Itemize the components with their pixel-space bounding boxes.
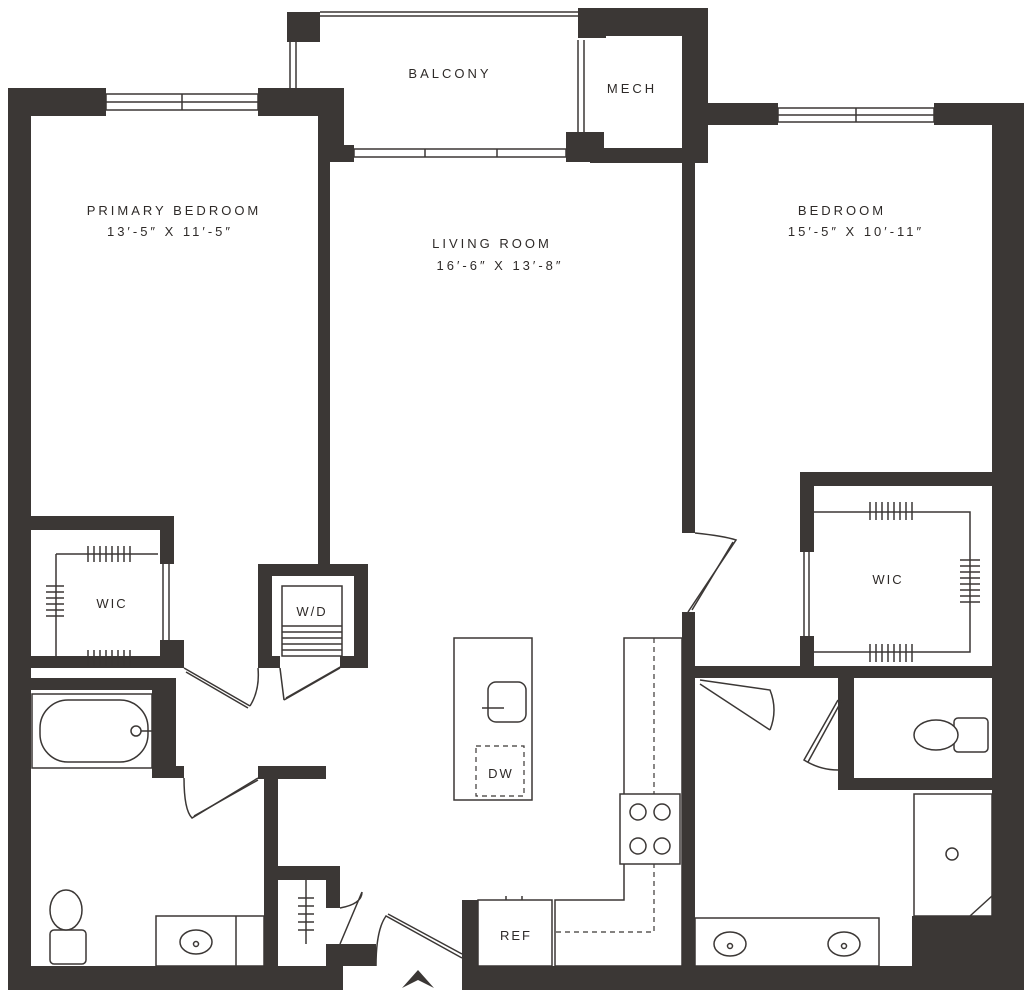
washer-dryer-label: W/D xyxy=(296,604,327,619)
hanger-marks-top-2 xyxy=(869,502,913,520)
refrigerator-icon xyxy=(477,896,553,967)
bathtub-icon xyxy=(31,693,153,769)
dishwasher-label: DW xyxy=(488,766,514,781)
double-vanity-icon xyxy=(694,917,880,967)
mech-label: MECH xyxy=(607,81,657,96)
primary-bedroom-dims: 13′-5″ X 11′-5″ xyxy=(107,224,233,239)
exterior-walls xyxy=(8,8,1024,990)
entry-arrow-icon xyxy=(402,970,434,988)
hanger-marks-bottom xyxy=(87,650,131,666)
windows xyxy=(105,11,935,640)
primary-bedroom-label: PRIMARY BEDROOM xyxy=(87,203,262,218)
counter xyxy=(554,637,683,967)
vanity-icon xyxy=(155,915,265,967)
primary-wic-label: WIC xyxy=(96,596,127,611)
primary-bath-fixtures xyxy=(31,693,265,967)
bedroom-wic-label: WIC xyxy=(872,572,903,587)
living-room-dims: 16′-6″ X 13′-8″ xyxy=(436,258,563,273)
doors xyxy=(183,532,843,967)
cooktop-icon xyxy=(619,793,681,865)
room-labels: BALCONY MECH PRIMARY BEDROOM 13′-5″ X 11… xyxy=(87,66,924,943)
toilet-icon xyxy=(49,889,87,965)
kitchen xyxy=(453,637,683,967)
washer-dryer xyxy=(281,585,343,657)
hanger-marks-top xyxy=(87,546,131,562)
island xyxy=(453,637,533,801)
interior-walls xyxy=(8,472,1000,966)
bath2-fixtures xyxy=(694,717,993,967)
bedroom-wic-shelving xyxy=(814,502,980,662)
entry-closet-shelving xyxy=(298,880,314,944)
refrigerator-label: REF xyxy=(500,928,532,943)
living-room-label: LIVING ROOM xyxy=(432,236,552,251)
bedroom-dims: 15′-5″ X 10′-11″ xyxy=(788,224,924,239)
hanger-marks-right-2 xyxy=(960,559,980,603)
balcony-label: BALCONY xyxy=(408,66,491,81)
shower-icon xyxy=(913,793,993,917)
hanger-marks-left xyxy=(46,585,64,617)
primary-wic-shelving xyxy=(46,546,158,666)
bedroom-label: BEDROOM xyxy=(798,203,886,218)
toilet-icon-2 xyxy=(913,717,989,753)
sink-icon xyxy=(482,681,527,723)
hanger-marks-bottom-2 xyxy=(869,644,913,662)
